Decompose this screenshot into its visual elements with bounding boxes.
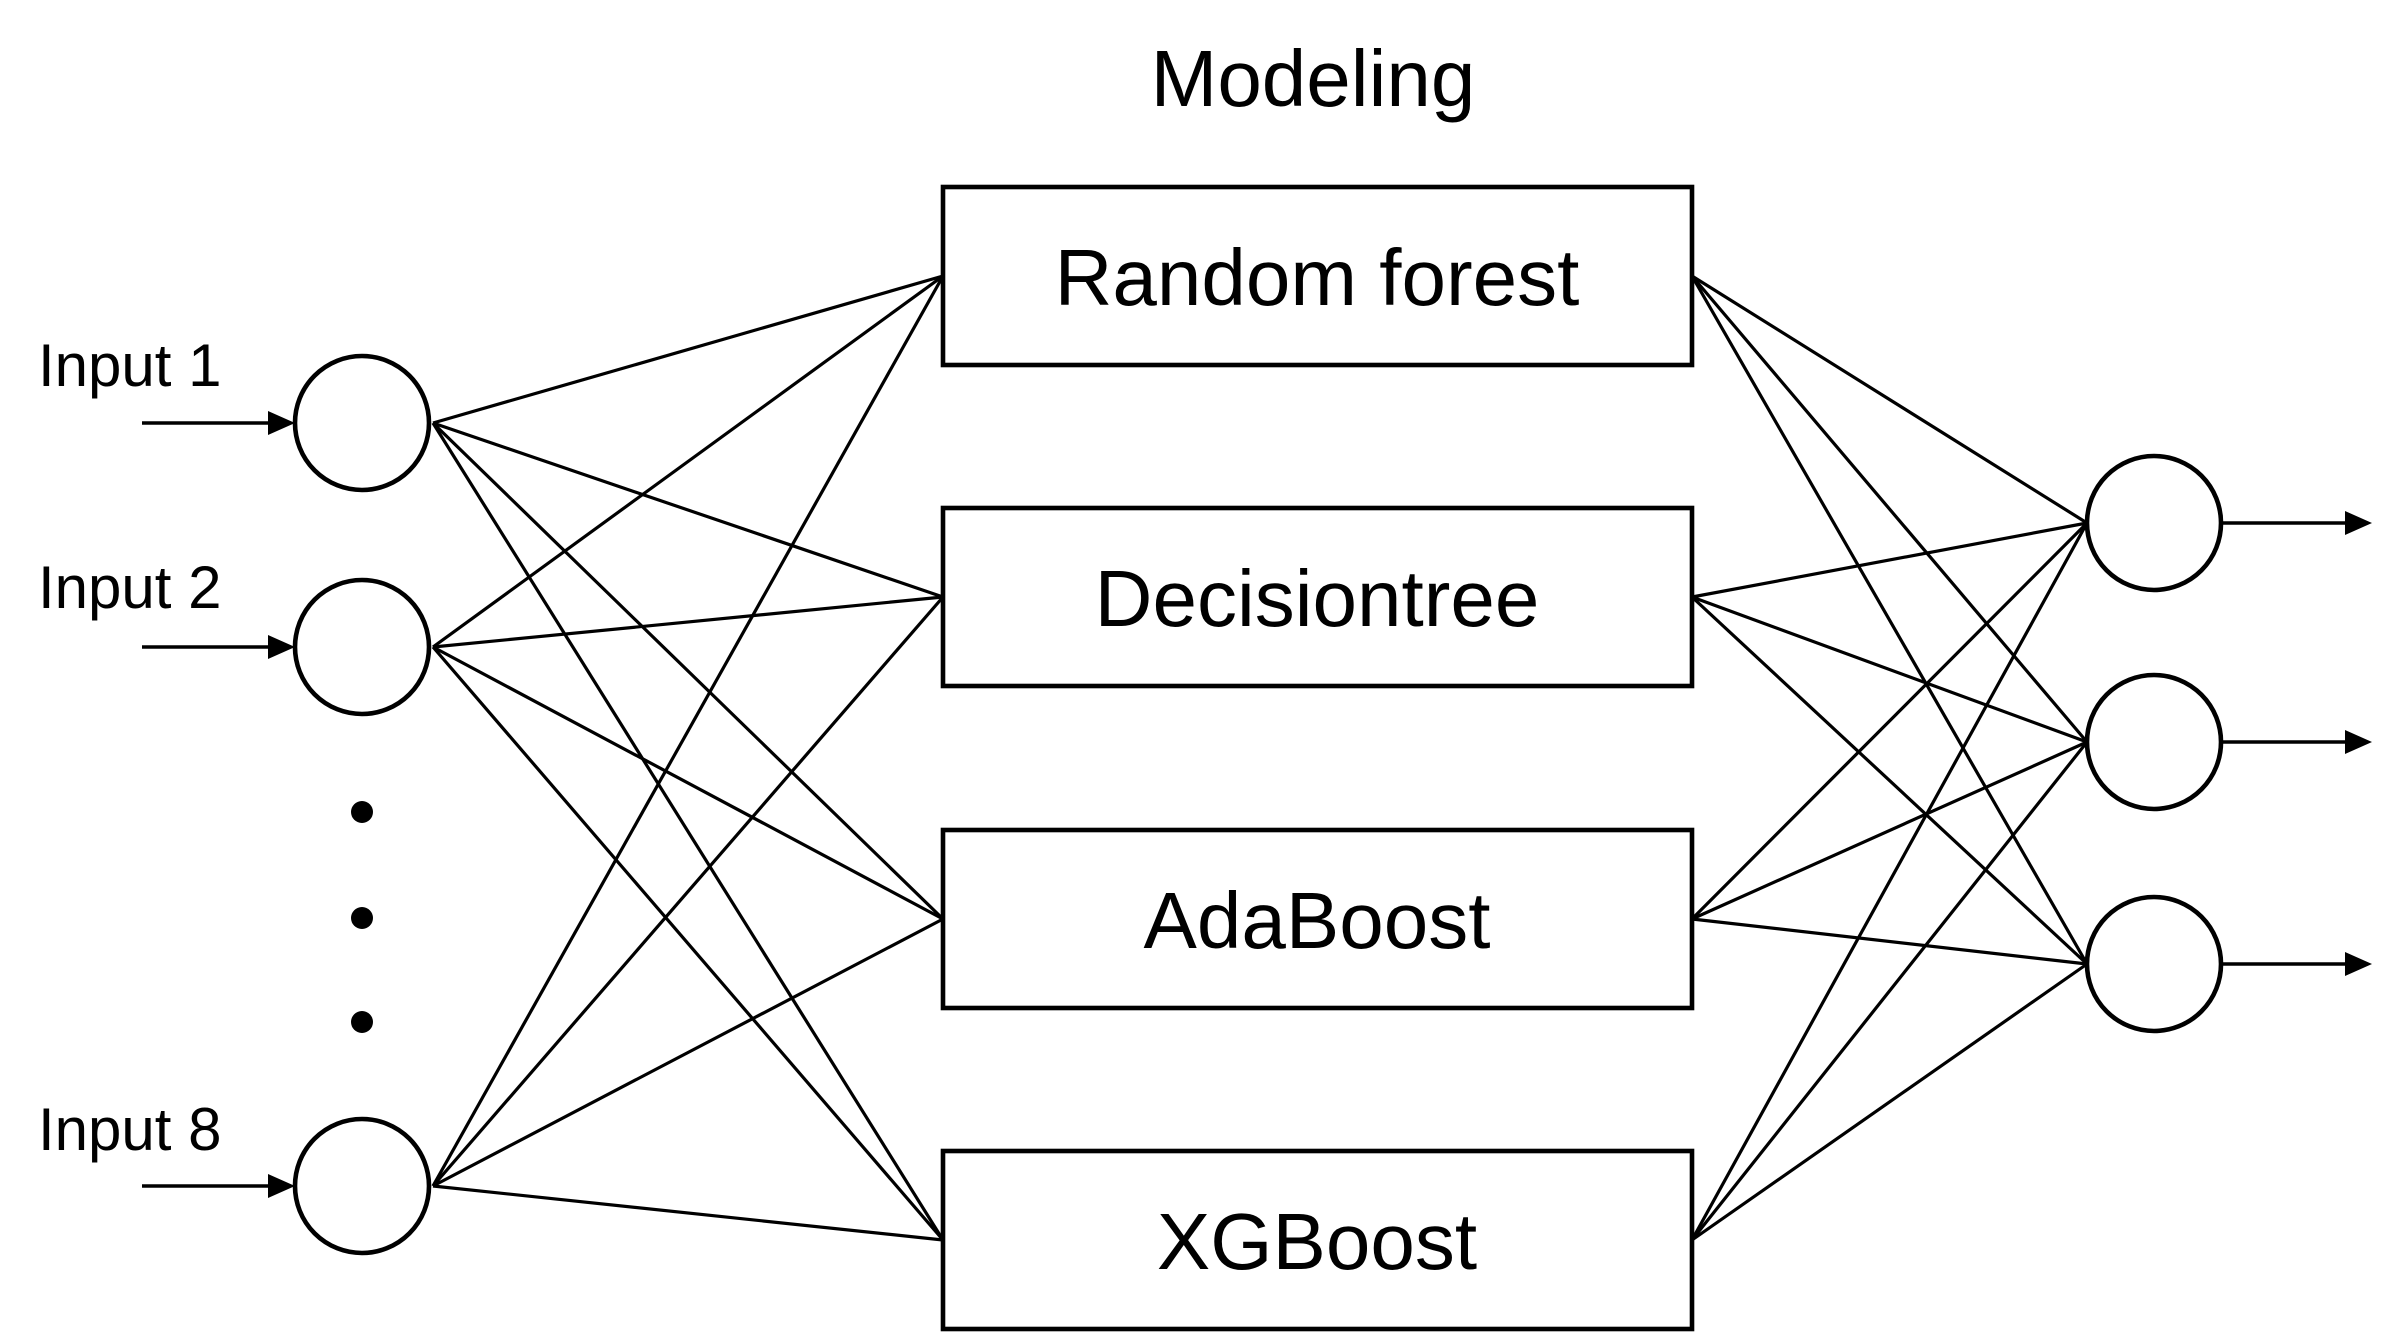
edge-input2-xgb [431, 645, 945, 1242]
model-label-decision-tree: Decisiontree [1095, 554, 1540, 643]
model-rect-xgboost [940, 1148, 1695, 1332]
output-arrows [2220, 511, 2372, 976]
ellipsis-dot [351, 1011, 373, 1033]
edge-xgb-out1 [1690, 522, 2089, 1241]
ellipsis-dot [351, 801, 373, 823]
input-label-1: Input 1 [38, 332, 222, 399]
input-arrowhead-1 [268, 411, 295, 435]
edge-dt-out1 [1691, 521, 2088, 599]
edge-rf-out1 [1691, 274, 2088, 525]
edge-ada-out2 [1691, 740, 2088, 921]
edge-dt-out3 [1690, 595, 2089, 966]
edge-input2-ada [432, 645, 944, 921]
edge-input8-ada [432, 917, 944, 1188]
model-label-adaboost: AdaBoost [1144, 876, 1491, 965]
model-box-random-forest: Random forest [940, 184, 1695, 368]
input-arrowhead-8 [268, 1174, 295, 1198]
input-node-8 [292, 1116, 432, 1256]
output-arrowhead-1 [2345, 511, 2372, 535]
edge-input2-dt [432, 595, 944, 649]
edge-input1-xgb [431, 422, 945, 1241]
edge-input1-ada [431, 421, 945, 921]
model-rect-random-forest [940, 184, 1695, 368]
edge-xgb-out2 [1690, 741, 2089, 1241]
edge-input1-dt [432, 421, 944, 599]
model-label-xgboost: XGBoost [1157, 1197, 1477, 1286]
output-arrowhead-3 [2345, 952, 2372, 976]
diagram-title: Modeling [1151, 34, 1476, 123]
input-model-edges [431, 274, 945, 1242]
model-output-edges [1690, 274, 2089, 1242]
edge-input2-rf [432, 274, 944, 649]
edge-input1-rf [432, 274, 944, 425]
edge-input8-rf [431, 275, 945, 1187]
input-node-1 [292, 353, 432, 493]
ellipsis-dots [351, 801, 373, 1033]
model-label-random-forest: Random forest [1055, 233, 1580, 322]
edge-dt-out2 [1691, 595, 2088, 744]
model-box-xgboost: XGBoost [940, 1148, 1695, 1332]
model-box-decision-tree: Decisiontree [940, 505, 1695, 689]
output-node-2 [2084, 672, 2224, 812]
output-node-3 [2084, 894, 2224, 1034]
ellipsis-dot [351, 907, 373, 929]
edge-rf-out3 [1690, 275, 2089, 965]
edge-input8-xgb [432, 1184, 944, 1242]
input-label-2: Input 2 [38, 554, 222, 621]
edge-input8-dt [431, 595, 945, 1188]
input-label-8: Input 8 [38, 1096, 222, 1163]
model-rect-decision-tree [940, 505, 1695, 689]
model-rect-adaboost [940, 827, 1695, 1011]
edge-rf-out2 [1690, 274, 2089, 744]
output-node-1 [2084, 453, 2224, 593]
input-node-2 [292, 577, 432, 717]
model-box-adaboost: AdaBoost [940, 827, 1695, 1011]
edge-xgb-out3 [1691, 962, 2088, 1242]
edge-ada-out1 [1690, 521, 2089, 921]
edge-ada-out3 [1691, 917, 2088, 966]
output-arrowhead-2 [2345, 730, 2372, 754]
input-arrows [142, 411, 295, 1198]
input-arrowhead-2 [268, 635, 295, 659]
